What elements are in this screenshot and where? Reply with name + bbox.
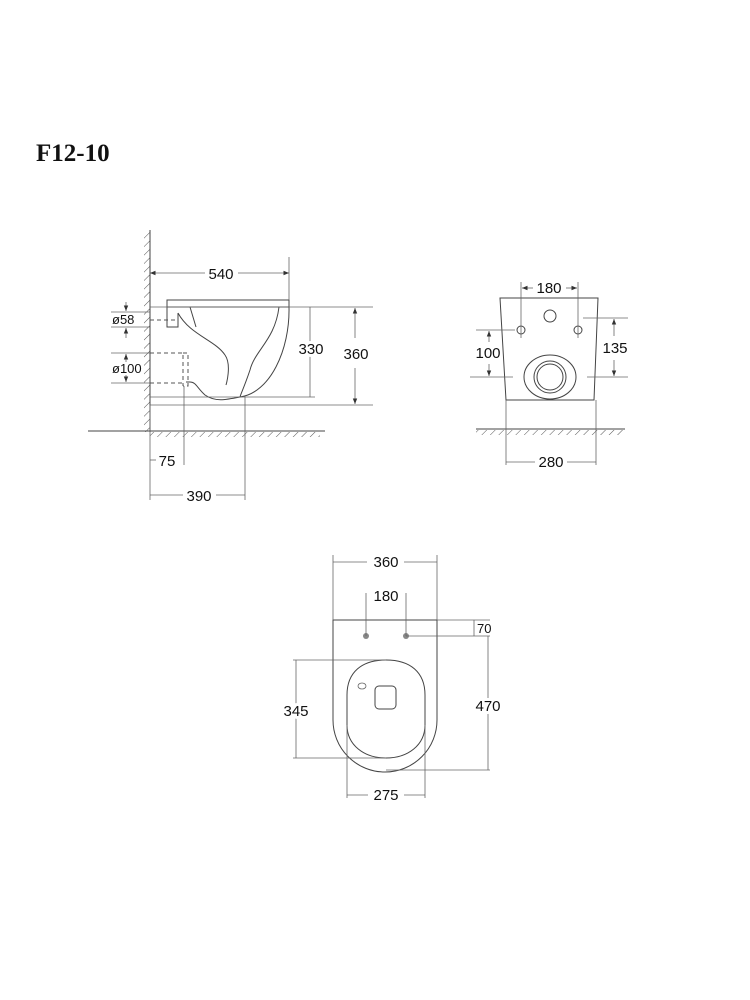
dim-top-180: 180 (373, 588, 398, 605)
dim-rear-135: 135 (602, 340, 627, 357)
dim-top-470: 470 (475, 698, 500, 715)
side-view: 540 330 360 ø58 ø100 75 390 (88, 230, 373, 505)
dim-330: 330 (298, 341, 323, 358)
toilet-top-outline (332, 619, 438, 773)
dim-390: 390 (186, 488, 211, 505)
dim-top-70: 70 (477, 621, 491, 636)
dim-top-275: 275 (373, 787, 398, 804)
wall-hatch (144, 230, 150, 432)
rear-view: 180 100 135 280 (470, 280, 628, 471)
dim-top-360: 360 (373, 554, 398, 571)
outlet-pipe (150, 352, 189, 387)
dim-outlet-100: ø100 (112, 361, 142, 376)
seat-button (374, 685, 397, 710)
dim-inlet-58: ø58 (112, 312, 134, 327)
floor-hatch (150, 432, 320, 437)
dim-540: 540 (208, 266, 233, 283)
top-view: 360 180 70 470 345 275 (280, 554, 503, 804)
dim-75: 75 (159, 453, 176, 470)
toilet-side-outline (166, 299, 290, 401)
dim-top-345: 345 (283, 703, 308, 720)
dim-rear-180: 180 (536, 280, 561, 297)
outlet-ring (523, 354, 577, 400)
dim-rear-280: 280 (538, 454, 563, 471)
dim-360: 360 (343, 346, 368, 363)
water-inlet-hole (543, 309, 557, 323)
dim-rear-100: 100 (475, 345, 500, 362)
model-title: F12-10 (36, 140, 110, 167)
toilet-rear-outline (499, 297, 599, 401)
